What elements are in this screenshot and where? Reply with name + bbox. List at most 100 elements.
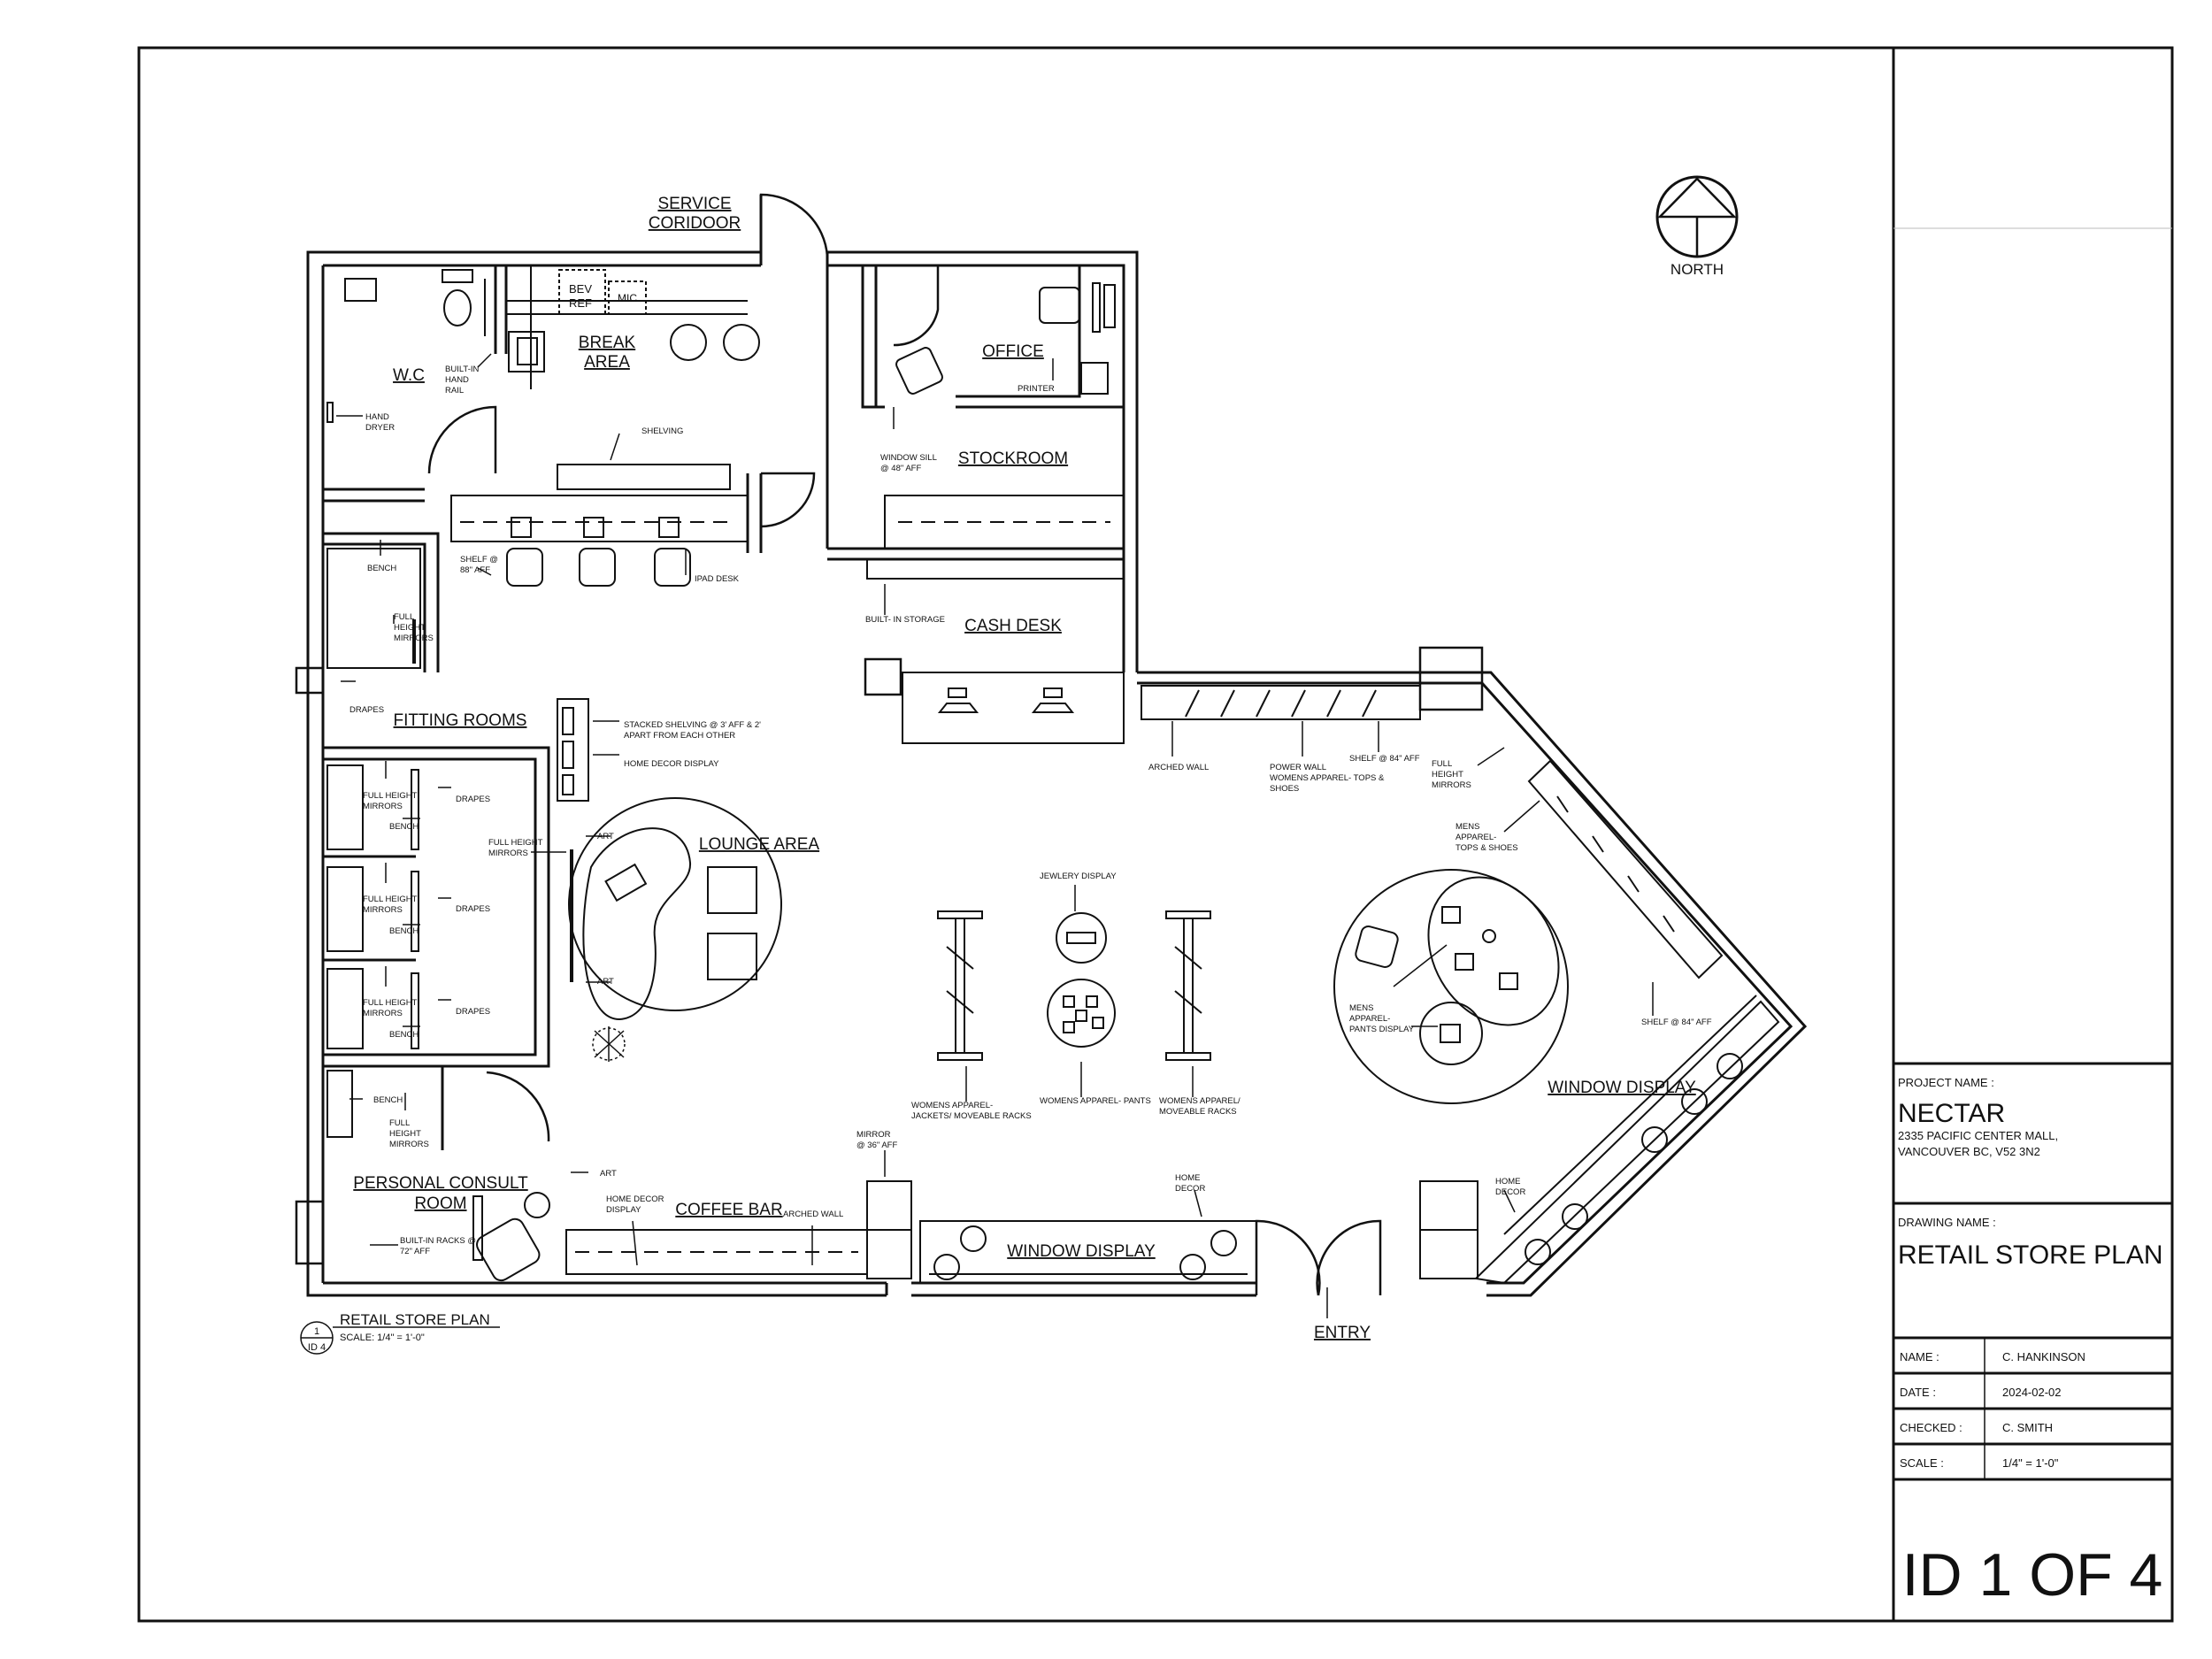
svg-text:FULL: FULL [394,612,414,622]
svg-text:BENCH: BENCH [389,822,419,832]
svg-text:DRAPES: DRAPES [456,795,490,804]
svg-text:WINDOW SILL: WINDOW SILL [880,453,937,463]
svg-text:88" AFF: 88" AFF [460,565,490,575]
wc-label: W.C [393,366,425,385]
svg-text:BENCH: BENCH [389,926,419,936]
svg-text:DRAPES: DRAPES [456,904,490,914]
break-area-label-2: AREA [584,353,630,372]
svg-text:MIRRORS: MIRRORS [363,905,403,915]
bev-ref-label-2: REF [569,296,592,310]
svg-text:FULL: FULL [1432,759,1452,769]
svg-text:BUILT-IN RACKS @: BUILT-IN RACKS @ [400,1236,476,1246]
svg-text:MENS: MENS [1349,1003,1373,1013]
project-address-2: VANCOUVER BC, V52 3N2 [1898,1145,2040,1158]
svg-text:MIRROR: MIRROR [856,1130,891,1140]
svg-text:HEIGHT: HEIGHT [389,1129,421,1139]
svg-text:TOPS & SHOES: TOPS & SHOES [1455,843,1518,853]
svg-text:MIRRORS: MIRRORS [1432,780,1471,790]
svg-text:FULL HEIGHT: FULL HEIGHT [363,895,418,904]
sheet-number: ID 1 OF 4 [1902,1541,2163,1609]
power-wall [1141,685,1421,720]
service-corridor-label-2: CORIDOOR [649,214,741,233]
svg-text:WOMENS APPAREL-: WOMENS APPAREL- [911,1101,993,1110]
svg-text:PRINTER: PRINTER [1018,384,1055,394]
lounge-area [568,797,782,1021]
break-area-label: BREAK [579,334,636,352]
svg-text:STACKED SHELVING @ 3' AFF & 2': STACKED SHELVING @ 3' AFF & 2' [624,720,761,730]
mens-display [1333,869,1569,1104]
moveable-racks [937,910,1211,1061]
svg-text:ART: ART [600,1169,617,1179]
svg-text:JACKETS/ MOVEABLE RACKS: JACKETS/ MOVEABLE RACKS [911,1111,1032,1121]
svg-text:APART FROM EACH OTHER: APART FROM EACH OTHER [624,731,735,741]
annotation-notes: BUILT-IN HAND RAIL HAND DRYER SHELVING W… [349,365,1712,1256]
mic-label: MIC [618,292,637,304]
svg-text:APPAREL-: APPAREL- [1455,833,1496,842]
ipad-desk [450,495,749,587]
tb-row-scale-value: 1/4" = 1'-0" [2002,1456,2059,1470]
north-label: NORTH [1671,261,1724,278]
drawing-name: RETAIL STORE PLAN [1898,1240,2163,1270]
svg-text:HOME: HOME [1495,1177,1521,1187]
drawing-name-label: DRAWING NAME : [1898,1216,1996,1229]
svg-text:APPAREL-: APPAREL- [1349,1014,1390,1024]
svg-text:@ 48" AFF: @ 48" AFF [880,464,921,473]
walls [306,250,1808,1297]
svg-text:ART: ART [597,977,614,987]
project-name: NECTAR [1898,1099,2005,1128]
stockroom-shelves [866,495,1125,580]
fitting-room-fixtures [326,548,421,1138]
svg-text:FULL: FULL [389,1118,410,1128]
service-corridor-label: SERVICE [657,195,731,213]
svg-text:WOMENS APPAREL/: WOMENS APPAREL/ [1159,1096,1240,1106]
personal-consult-label-2: ROOM [414,1194,466,1213]
svg-text:MIRRORS: MIRRORS [363,1009,403,1018]
svg-text:DRAPES: DRAPES [456,1007,490,1017]
svg-text:BENCH: BENCH [367,564,396,573]
svg-text:HEIGHT: HEIGHT [1432,770,1463,780]
svg-text:DECOR: DECOR [1175,1184,1205,1194]
svg-text:ID 4: ID 4 [308,1342,326,1353]
sheet-border [137,46,2174,1623]
svg-text:SHELF @ 84" AFF: SHELF @ 84" AFF [1349,754,1420,764]
svg-text:HOME DECOR: HOME DECOR [606,1194,664,1204]
svg-text:POWER WALL: POWER WALL [1270,763,1326,772]
svg-text:WOMENS APPAREL- PANTS: WOMENS APPAREL- PANTS [1040,1096,1151,1106]
svg-text:MIRRORS: MIRRORS [363,802,403,811]
svg-text:1: 1 [314,1326,319,1337]
svg-text:MOVEABLE RACKS: MOVEABLE RACKS [1159,1107,1237,1117]
wc-fixtures [326,269,486,423]
bev-ref-label: BEV [569,282,592,296]
svg-text:ARCHED WALL: ARCHED WALL [1148,763,1209,772]
title-block [1893,1062,2172,1481]
svg-text:BUILT-IN: BUILT-IN [445,365,479,374]
svg-text:MENS: MENS [1455,822,1479,832]
coffee-bar-label: COFFEE BAR [675,1201,782,1219]
svg-text:SCALE: 1/4" = 1'-0": SCALE: 1/4" = 1'-0" [340,1333,425,1343]
svg-text:MIRRORS: MIRRORS [389,1140,429,1149]
window-display-east-label: WINDOW DISPLAY [1548,1079,1696,1097]
window-display-east [1473,995,1780,1285]
display-tables [1047,912,1116,1048]
fitting-rooms-label: FITTING ROOMS [394,711,527,730]
doors [427,193,1382,1296]
svg-text:PANTS DISPLAY: PANTS DISPLAY [1349,1025,1415,1034]
svg-text:DISPLAY: DISPLAY [606,1205,641,1215]
project-name-label: PROJECT NAME : [1898,1076,1994,1089]
leader-lines [336,353,1654,1318]
tb-row-scale-label: SCALE : [1900,1456,1944,1470]
stacked-shelving [557,698,589,802]
coffee-bar [565,1229,868,1275]
drawing-tag: 1 ID 4 RETAIL STORE PLAN SCALE: 1/4" = 1… [300,1311,500,1355]
tb-row-name-label: NAME : [1900,1350,1939,1363]
svg-text:SHELF @: SHELF @ [460,555,498,565]
cash-desk [902,672,1125,744]
tb-row-date-value: 2024-02-02 [2002,1386,2062,1399]
svg-text:HEIGHT: HEIGHT [394,623,426,633]
svg-text:MIRRORS: MIRRORS [488,849,528,858]
columns [295,646,1484,1265]
svg-text:SHELF @ 84" AFF: SHELF @ 84" AFF [1641,1018,1712,1027]
plant-icon [592,1026,626,1062]
svg-text:RETAIL STORE PLAN: RETAIL STORE PLAN [340,1311,490,1328]
personal-consult-label: PERSONAL CONSULT [353,1174,528,1193]
